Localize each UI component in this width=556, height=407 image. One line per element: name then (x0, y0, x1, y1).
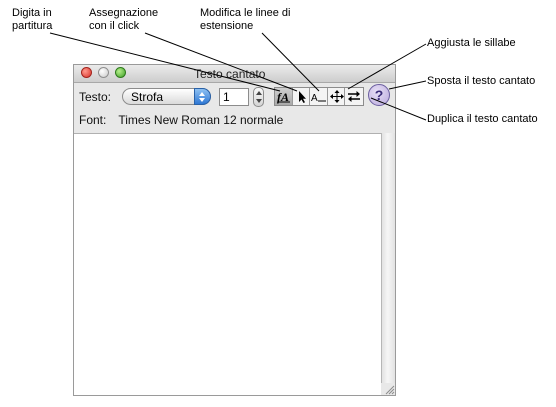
type-into-score-button[interactable]: fA (275, 88, 293, 105)
lyrics-window: Testo cantato Testo: Strofa 1 fA A (73, 64, 396, 396)
extension-line-icon: A (311, 93, 327, 104)
four-way-arrow-icon (329, 90, 344, 103)
svg-text:A: A (311, 93, 318, 104)
callout-modifica-linee: Modifica le linee di estensione (200, 7, 291, 32)
callout-aggiusta-sillabe: Aggiusta le sillabe (427, 37, 516, 49)
lyric-type-select[interactable]: Strofa (122, 88, 211, 105)
callout-duplica-testo: Duplica il testo cantato (427, 113, 538, 125)
lyrics-tool-buttons: fA A (274, 87, 364, 106)
zoom-button[interactable] (115, 67, 126, 78)
svg-text:fA: fA (277, 90, 289, 104)
swap-arrows-icon (348, 91, 361, 102)
minimize-button[interactable] (98, 67, 109, 78)
title-bar[interactable]: Testo cantato (74, 65, 395, 83)
edit-extension-button[interactable]: A (310, 88, 328, 105)
font-value: Times New Roman 12 normale (118, 113, 284, 127)
callout-assegnazione-con-click: Assegnazione con il click (89, 7, 159, 32)
window-title: Testo cantato (194, 67, 266, 81)
verse-number-stepper[interactable] (253, 87, 264, 107)
font-label: Font: (79, 113, 107, 127)
callout-sposta-testo: Sposta il testo cantato (427, 75, 536, 87)
type-into-score-icon: fA (277, 90, 290, 104)
callout-digita-in-partitura: Digita in partitura (12, 7, 53, 32)
testo-label: Testo: (79, 90, 112, 104)
arrow-pointer-icon (298, 91, 306, 103)
font-info: Font: Times New Roman 12 normale (79, 113, 283, 127)
lyrics-text-area[interactable] (74, 133, 381, 395)
help-button[interactable]: ? (368, 84, 390, 106)
close-button[interactable] (81, 67, 92, 78)
help-icon: ? (374, 87, 384, 103)
adjust-syllables-button[interactable] (328, 88, 346, 105)
lyric-type-value: Strofa (131, 90, 164, 104)
shift-lyrics-button[interactable] (345, 88, 363, 105)
verse-number-field[interactable]: 1 (219, 88, 249, 106)
resize-grip-icon[interactable] (383, 383, 395, 395)
select-arrows-icon (194, 88, 211, 105)
click-assignment-button[interactable] (293, 88, 311, 105)
vertical-scrollbar[interactable] (381, 133, 395, 383)
